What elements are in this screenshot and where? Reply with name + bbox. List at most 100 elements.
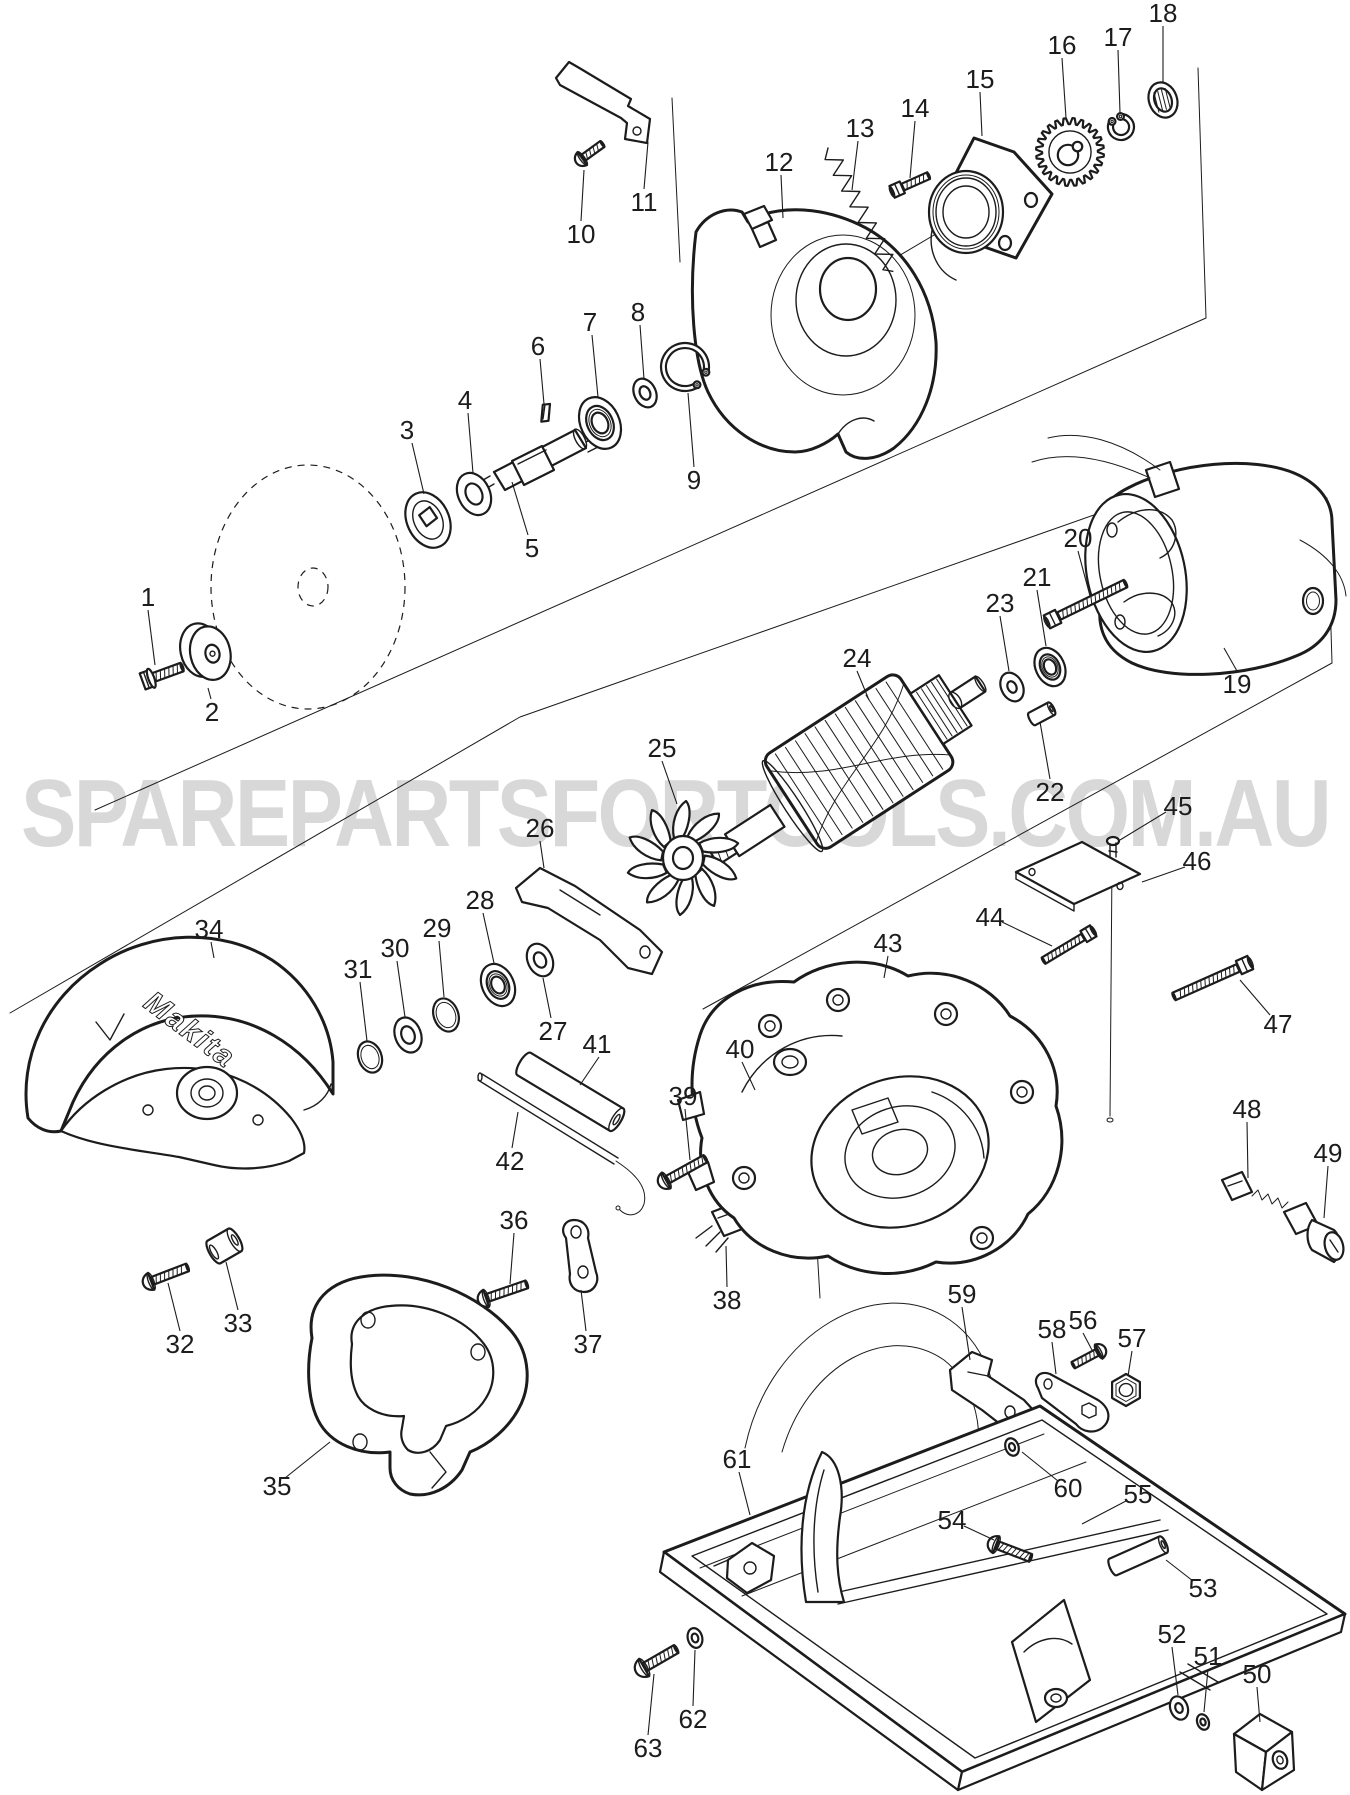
part-42-rod	[477, 1072, 646, 1216]
part-35-leader	[284, 1441, 331, 1479]
part-62-leader	[692, 1649, 696, 1707]
part-60	[1004, 1437, 1020, 1457]
part-3-label: 3	[400, 415, 414, 445]
part-9-leader	[687, 392, 695, 468]
part-1-label: 1	[141, 582, 155, 612]
part-63	[633, 1644, 680, 1679]
part-7	[577, 396, 623, 450]
part-58-clamp-lever	[1034, 1371, 1110, 1433]
part-21	[1033, 646, 1067, 688]
part-37-leader	[580, 1289, 587, 1332]
part-14-label: 14	[901, 93, 930, 123]
part-9-label: 9	[687, 465, 701, 495]
part-5-leader	[511, 481, 529, 536]
part-15-leader	[979, 91, 983, 137]
part-62	[686, 1627, 704, 1649]
part-44	[1040, 924, 1098, 965]
part-50-label: 50	[1243, 1659, 1272, 1689]
part-45-screw-pin	[1105, 835, 1121, 1123]
part-58-label: 58	[1038, 1314, 1067, 1344]
part-24-label: 24	[843, 643, 872, 673]
part-52-leader	[1171, 1646, 1179, 1696]
part-26-label: 26	[526, 813, 555, 843]
part-30-leader	[396, 960, 406, 1018]
part-39-label: 39	[669, 1081, 698, 1111]
part-47	[1171, 954, 1255, 1002]
part-61-base	[658, 1404, 1347, 1792]
part-36	[476, 1279, 530, 1308]
part-8-label: 8	[631, 297, 645, 327]
part-6-leader	[539, 358, 545, 405]
part-4	[455, 471, 493, 517]
part-6-label: 6	[531, 331, 545, 361]
part-36-label: 36	[500, 1205, 529, 1235]
part-28-label: 28	[466, 885, 495, 915]
part-3	[404, 491, 452, 549]
part-7-leader	[591, 334, 599, 398]
part-41-label: 41	[583, 1029, 612, 1059]
part-49-leader	[1323, 1165, 1329, 1219]
part-62-label: 62	[679, 1704, 708, 1734]
part-24-armature	[707, 673, 987, 866]
part-51-label: 51	[1194, 1641, 1223, 1671]
part-60-leader	[1021, 1451, 1059, 1482]
part-8	[632, 377, 658, 409]
part-45-label: 45	[1164, 791, 1193, 821]
part-2-leader	[207, 687, 212, 700]
part-18-label: 18	[1149, 0, 1178, 28]
part-54	[986, 1535, 1034, 1563]
part-21-leader	[1036, 589, 1047, 647]
part-23	[999, 671, 1025, 703]
part-33	[205, 1227, 244, 1265]
part-15-bearing-retainer	[927, 136, 1054, 281]
part-10-label: 10	[567, 219, 596, 249]
part-30	[393, 1016, 423, 1054]
part-3-leader	[411, 442, 425, 495]
part-46-name-plate	[1014, 840, 1142, 912]
part-13-leader	[851, 140, 859, 191]
part-31	[356, 1040, 384, 1074]
part-63-leader	[647, 1673, 655, 1736]
part-19-label: 19	[1223, 669, 1252, 699]
part-22-label: 22	[1036, 777, 1065, 807]
part-52	[1168, 1695, 1190, 1721]
part-52-label: 52	[1158, 1619, 1187, 1649]
part-30-label: 30	[381, 933, 410, 963]
part-23-label: 23	[986, 588, 1015, 618]
part-20	[1042, 578, 1129, 630]
saw-blade-outline	[210, 464, 406, 710]
part-16-leader	[1061, 57, 1067, 119]
part-43-gear-housing	[676, 960, 1064, 1275]
part-49-brush-cap	[1306, 1218, 1345, 1264]
part-58-leader	[1051, 1341, 1057, 1375]
part-20-leader	[1077, 550, 1091, 597]
part-55-label: 55	[1124, 1479, 1153, 1509]
part-42-leader	[511, 1111, 519, 1149]
part-53-leader	[1165, 1559, 1194, 1582]
part-63-label: 63	[634, 1733, 663, 1763]
static-line-art: Makita	[9, 60, 1347, 1792]
part-27-label: 27	[539, 1016, 568, 1046]
part-56-label: 56	[1069, 1305, 1098, 1335]
part-11-leader	[643, 141, 649, 190]
part-41-leader	[579, 1056, 600, 1086]
part-43-leader	[883, 955, 889, 979]
part-11-lever	[554, 60, 652, 145]
part-25-leader	[661, 760, 678, 805]
part-25-label: 25	[648, 733, 677, 763]
part-20-label: 20	[1064, 523, 1093, 553]
part-6	[540, 402, 552, 423]
part-26-lever	[514, 866, 664, 976]
part-19-field	[1031, 434, 1347, 676]
part-33-leader	[225, 1261, 239, 1311]
part-12-blade-case	[690, 204, 938, 460]
part-18	[1147, 81, 1179, 119]
part-17-label: 17	[1104, 22, 1133, 52]
part-53	[1107, 1535, 1169, 1577]
part-34-leader	[210, 941, 215, 959]
gen-parts	[138, 81, 1255, 1731]
part-7-label: 7	[583, 307, 597, 337]
part-41	[515, 1051, 626, 1133]
part-1-leader	[147, 609, 156, 666]
